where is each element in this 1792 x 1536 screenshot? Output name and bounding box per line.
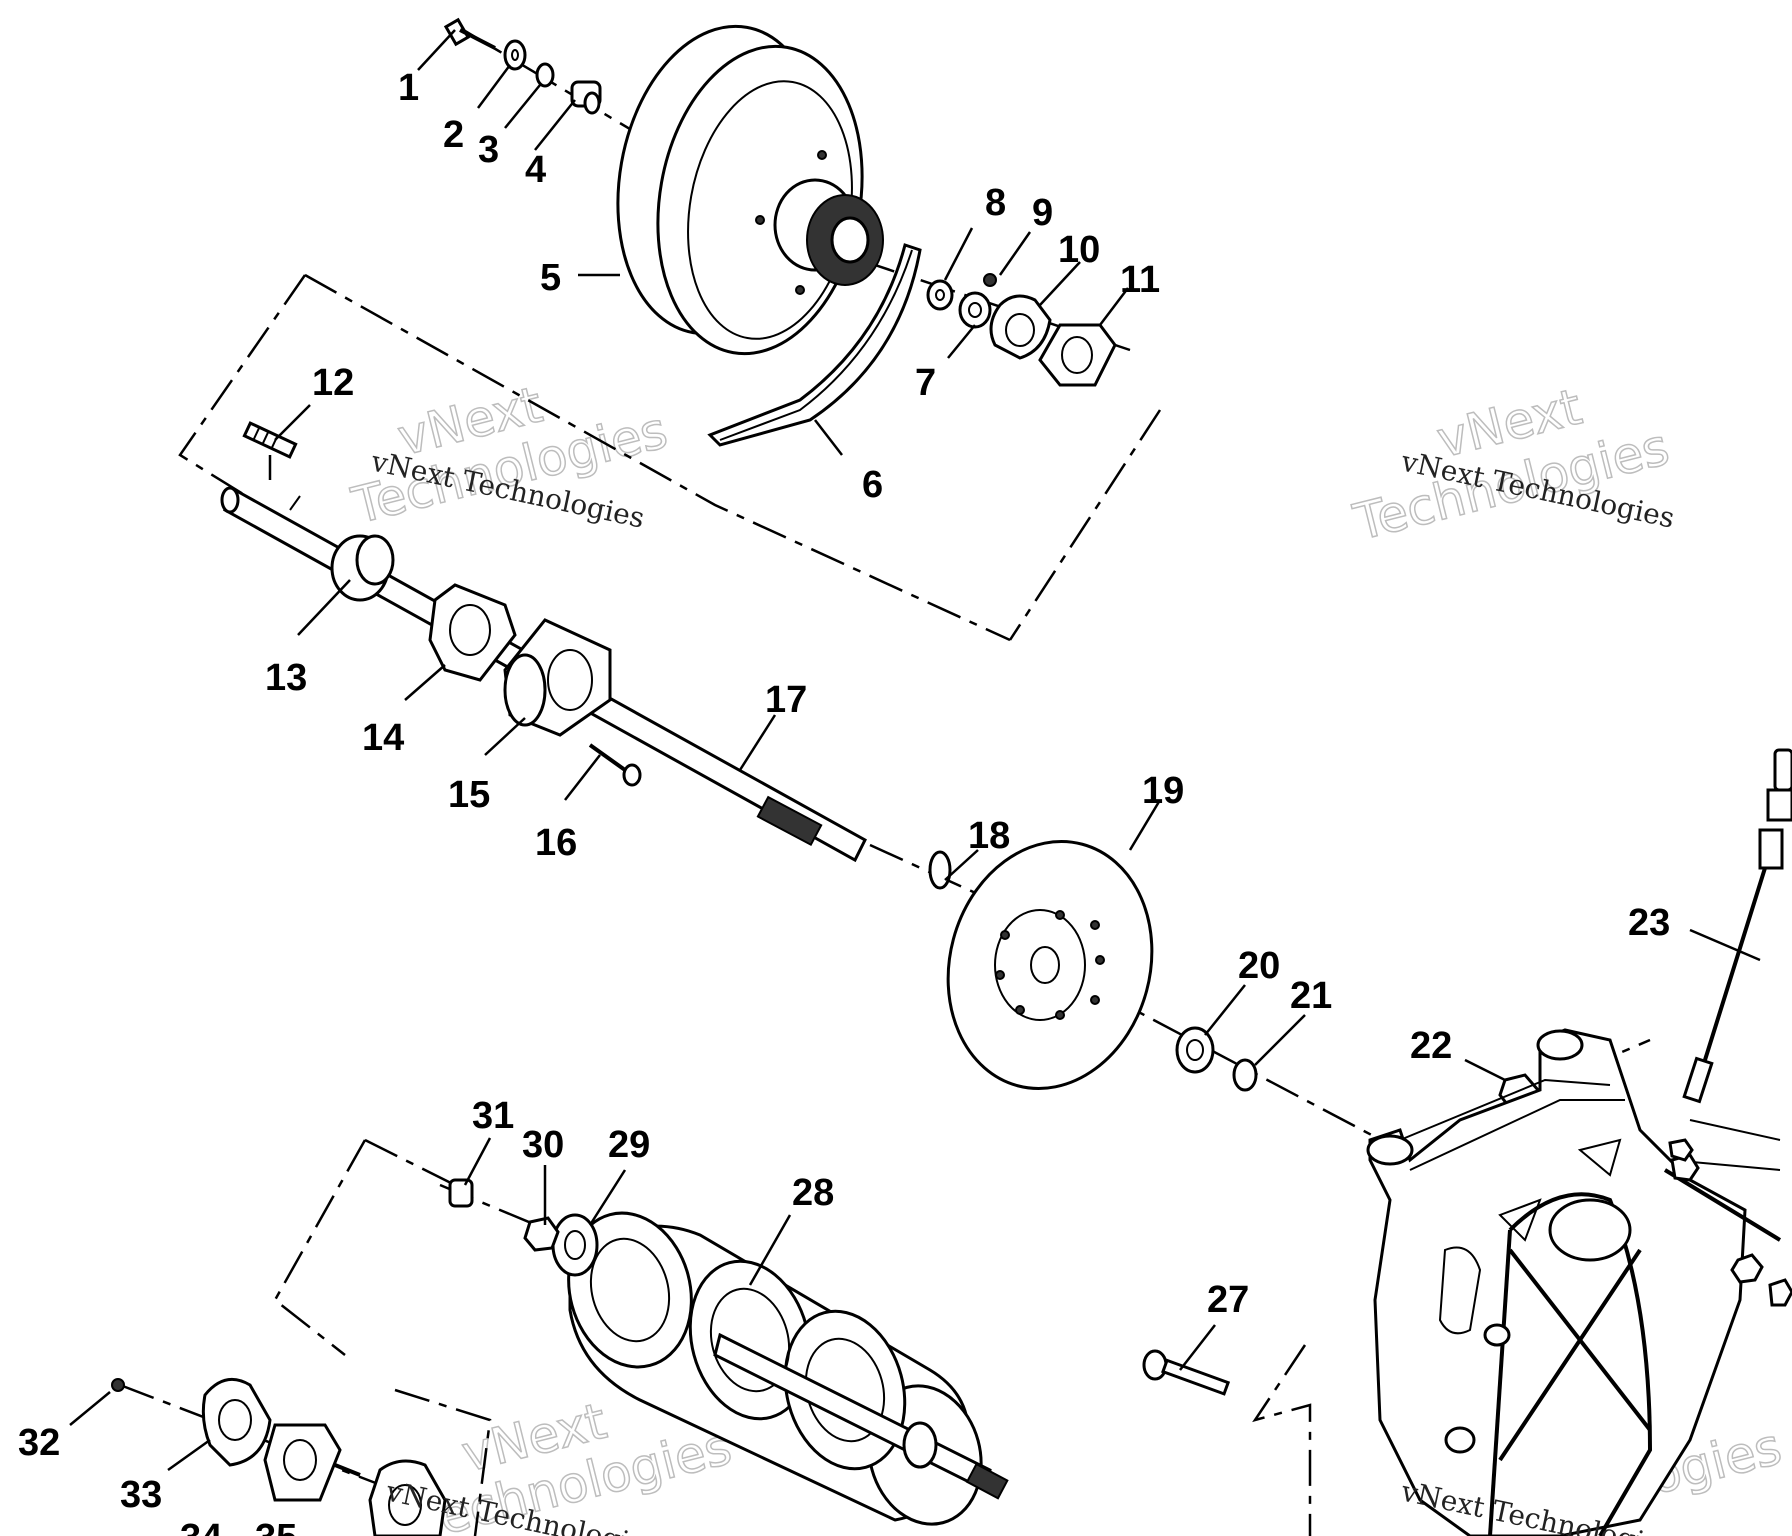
bolt-part-1 [443,17,496,50]
bolt-part-31 [448,1178,474,1208]
bearing-flange-part-14 [428,583,517,682]
callout-4: 4 [525,149,546,191]
callout-5: 5 [540,257,561,299]
rivet-part-32 [111,1378,125,1392]
key-part-12 [242,421,298,459]
callout-8: 8 [985,182,1006,224]
callout-9: 9 [1032,192,1053,234]
o-ring-part-21 [1232,1058,1258,1092]
chaincase-housing [1366,1028,1747,1536]
bearing-part-15 [503,618,612,737]
leader-lines [69,29,1761,1472]
callout-21: 21 [1290,975,1332,1017]
callout-28: 28 [792,1172,834,1214]
spacer-part-4 [570,80,602,115]
upper-group-boundary-top [304,273,1011,642]
lower-left-boundary-top [364,1138,466,1192]
bracket-bolts [1663,1119,1792,1307]
callout-19: 19 [1142,770,1184,812]
cable-part-23 [1682,748,1792,1104]
callout-12: 12 [312,362,354,404]
callout-16: 16 [535,822,577,864]
flange-part-11 [1038,323,1117,387]
nut-part-30 [523,1216,560,1252]
bearing-part-7 [958,291,992,329]
shaft-axis [869,843,981,897]
upper-group-boundary [178,274,307,522]
bolt-part-16 [588,743,642,787]
callout-15: 15 [448,774,490,816]
seal-part-20 [1175,1026,1215,1074]
callout-7: 7 [915,362,936,404]
bearing-pin [334,1463,361,1477]
callout-27: 27 [1207,1279,1249,1321]
lower-left-boundary-right [394,1388,492,1536]
washer-part-8 [926,279,954,311]
callout-10: 10 [1058,229,1100,271]
flange-part-10 [989,294,1052,360]
snap-ring-part-18 [928,850,952,890]
disc-part-19 [946,840,1154,1090]
belt-part-6 [707,243,922,447]
callout-30: 30 [522,1124,564,1166]
lower-left-boundary [273,1139,367,1356]
callout-11: 11 [1120,259,1160,301]
callout-1: 1 [398,67,419,109]
callout-23: 23 [1628,902,1670,944]
lower-right-boundary [1252,1344,1312,1536]
callout-13: 13 [265,657,307,699]
upper-group-boundary-right [1008,409,1162,641]
callout-35: 35 [255,1517,297,1536]
callout-17: 17 [765,679,807,721]
callout-2: 2 [443,114,464,156]
callout-3: 3 [478,129,499,171]
callout-22: 22 [1410,1025,1452,1067]
bolt-part-27 [1142,1349,1231,1396]
callout-29: 29 [608,1124,650,1166]
washer-part-2 [503,39,527,71]
callout-32: 32 [18,1422,60,1464]
callout-6: 6 [862,464,883,506]
clutch-part-28 [567,1211,1009,1526]
flange-part-33 [201,1377,272,1467]
callout-18: 18 [968,815,1010,857]
callout-labels: 1 2 3 4 5 6 7 8 9 10 11 12 13 14 15 16 1… [18,67,1670,1536]
flange-part-34 [263,1423,342,1502]
callout-14: 14 [362,717,404,759]
rivet-part-9 [983,273,997,287]
callout-34: 34 [180,1517,222,1536]
callout-20: 20 [1238,945,1280,987]
callout-33: 33 [120,1474,162,1516]
pulley-part-5 [616,24,884,356]
flange-part-35 [368,1459,447,1536]
lock-washer-part-3 [535,62,555,88]
callout-31: 31 [472,1095,514,1137]
